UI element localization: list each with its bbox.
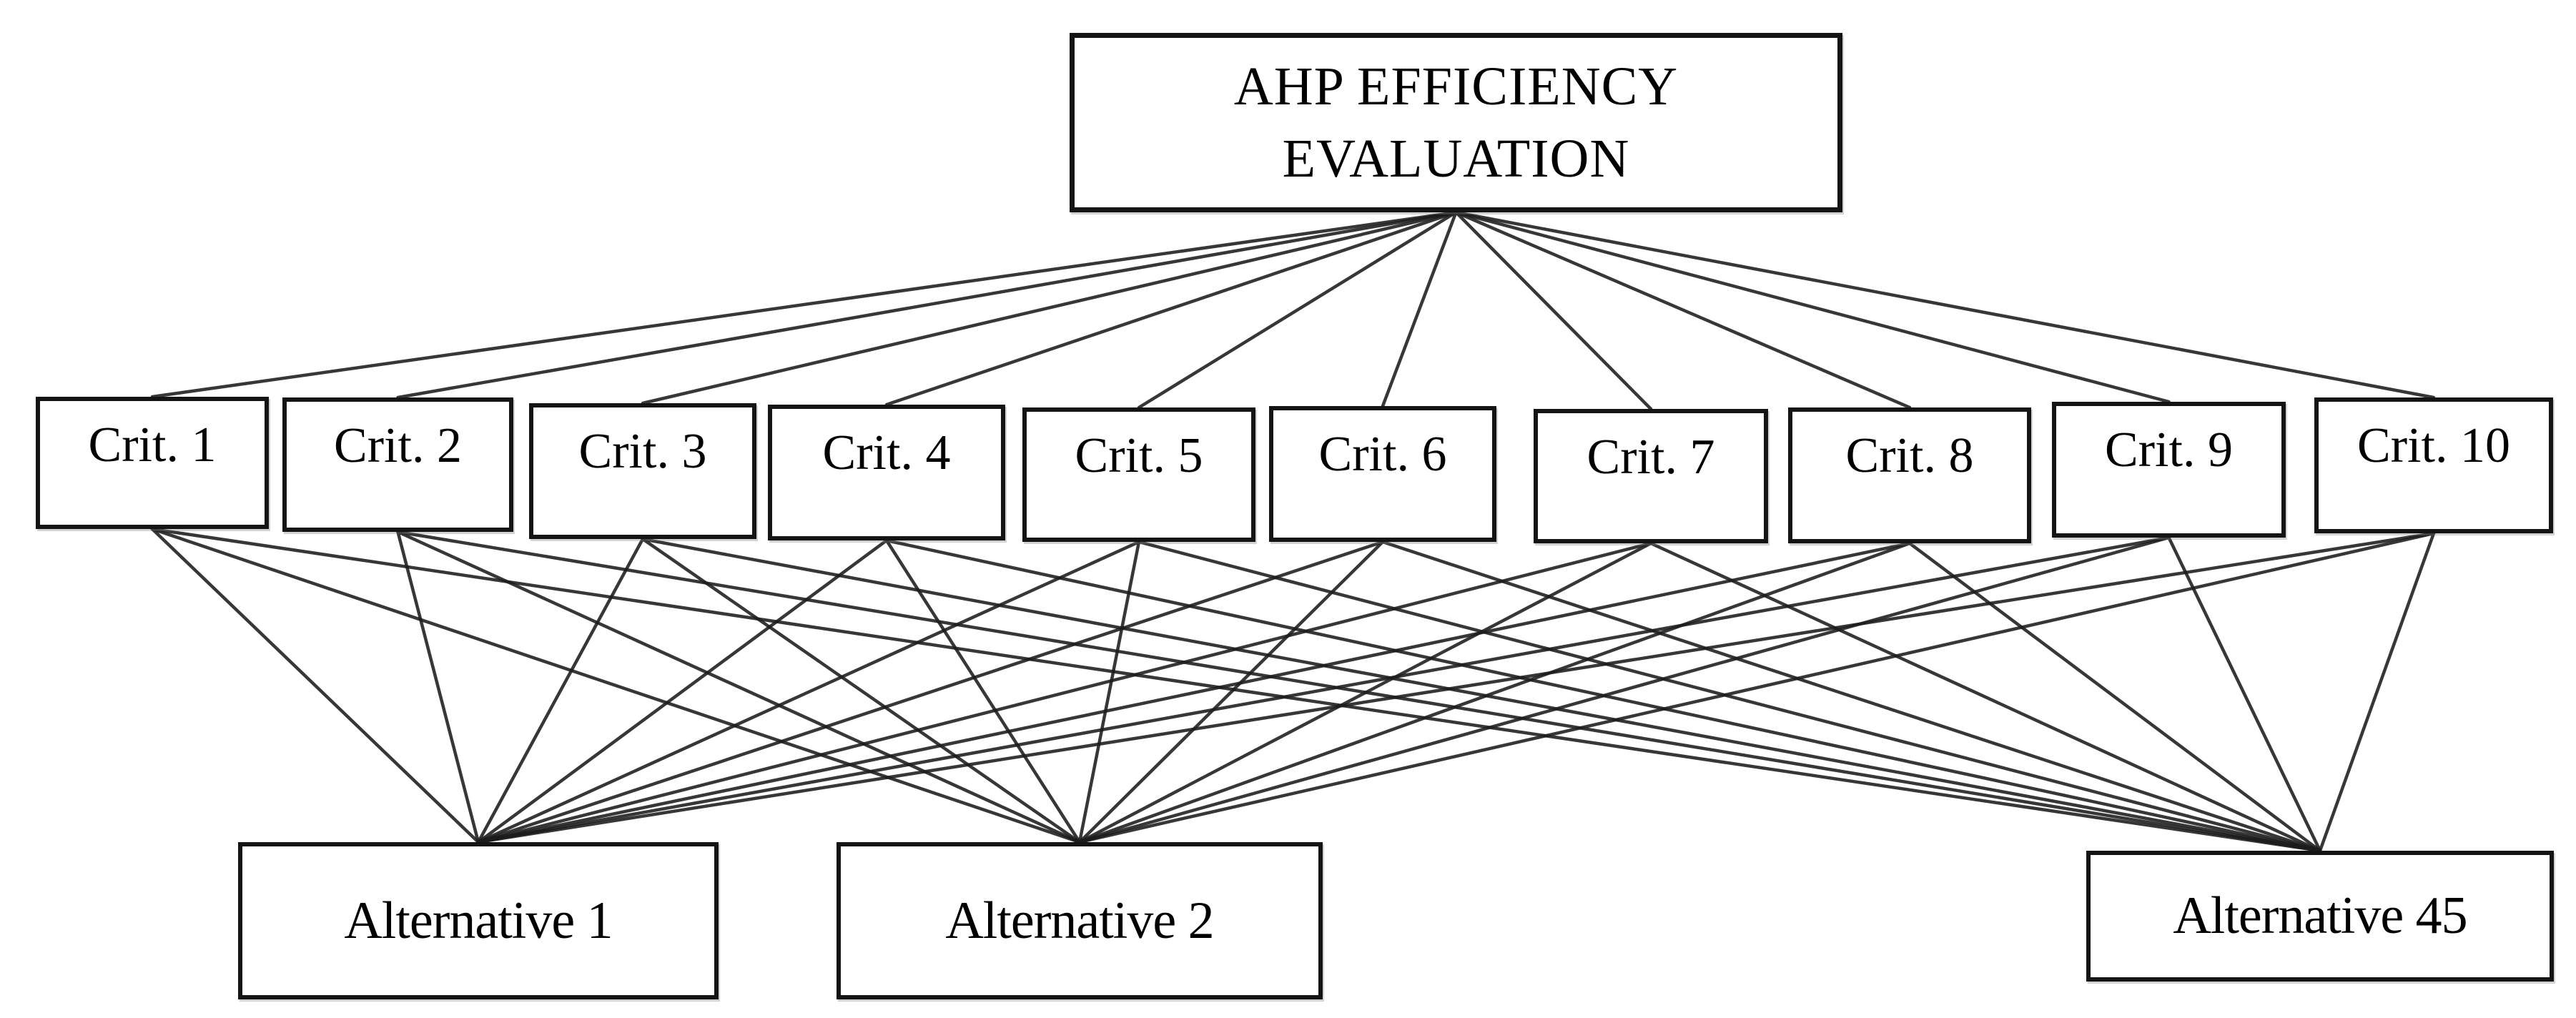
edge-crit-2-alternative-1 [396,530,480,844]
edge-goal-crit-3 [641,210,1458,405]
edge-goal-crit-7 [1454,210,1653,411]
node-crit-4: Crit. 4 [768,405,1005,540]
node-crit-7: Crit. 7 [1534,409,1768,543]
edge-crit-7-alternative-45 [1649,541,2322,853]
node-label: Crit. 6 [1318,427,1447,482]
node-label: Crit. 3 [578,424,707,479]
edge-crit-1-alternative-2 [150,527,1082,844]
node-crit-8: Crit. 8 [1788,407,2031,543]
node-label: Alternative 45 [2173,886,2467,945]
edge-crit-10-alternative-45 [2318,531,2436,853]
edge-goal-crit-5 [1137,210,1458,410]
edge-goal-crit-6 [1381,210,1458,408]
node-goal: AHP EFFICIENCY EVALUATION [1070,33,1842,212]
edge-crit-10-alternative-2 [1077,531,2436,844]
edge-crit-5-alternative-45 [1137,540,2322,853]
edge-crit-3-alternative-1 [476,537,645,844]
edge-goal-crit-1 [150,210,1458,399]
edge-crit-2-alternative-45 [396,530,2322,853]
edge-crit-5-alternative-1 [476,540,1141,844]
edge-crit-8-alternative-45 [1908,541,2322,853]
node-label: Crit. 7 [1586,430,1715,485]
edge-crit-10-alternative-1 [476,531,2436,844]
edge-crit-2-alternative-2 [396,530,1082,844]
node-label: Crit. 10 [2357,418,2510,473]
edge-crit-9-alternative-2 [1077,535,2171,844]
node-label: Crit. 8 [1845,428,1974,483]
node-label: Crit. 2 [334,418,462,473]
edge-crit-9-alternative-1 [476,535,2171,844]
edge-crit-7-alternative-2 [1077,541,1653,844]
edge-crit-4-alternative-2 [884,538,1082,844]
node-alternative-45: Alternative 45 [2086,851,2554,982]
node-crit-1: Crit. 1 [36,397,269,529]
node-crit-10: Crit. 10 [2314,397,2553,533]
node-label: Alternative 2 [945,891,1214,950]
edge-crit-3-alternative-2 [641,537,1082,844]
edge-goal-crit-10 [1454,210,2436,400]
edge-crit-1-alternative-45 [150,527,2322,853]
edge-goal-crit-9 [1454,210,2171,404]
edge-crit-3-alternative-45 [641,537,2322,853]
node-label: AHP EFFICIENCY EVALUATION [1233,56,1679,189]
edge-crit-6-alternative-1 [476,540,1385,844]
node-crit-5: Crit. 5 [1022,407,1255,542]
edge-goal-crit-2 [396,210,1458,400]
node-alternative-2: Alternative 2 [837,842,1323,999]
node-crit-9: Crit. 9 [2052,402,2286,538]
edge-crit-6-alternative-45 [1381,540,2322,853]
edge-goal-crit-4 [884,210,1458,407]
edge-crit-4-alternative-1 [476,538,889,844]
node-label: Alternative 1 [344,891,613,950]
node-label: Crit. 9 [2105,422,2233,478]
node-label: Crit. 4 [822,425,951,480]
edge-crit-9-alternative-45 [2167,535,2322,853]
edge-crit-6-alternative-2 [1077,540,1385,844]
node-alternative-1: Alternative 1 [238,842,719,999]
node-label: Crit. 5 [1075,428,1203,483]
edge-crit-1-alternative-1 [150,527,480,844]
edge-crit-5-alternative-2 [1077,540,1141,844]
edge-crit-7-alternative-1 [476,541,1653,844]
node-crit-2: Crit. 2 [282,397,513,532]
node-crit-3: Crit. 3 [529,403,756,539]
edge-goal-crit-8 [1454,210,1912,410]
edge-crit-8-alternative-2 [1077,541,1912,844]
node-label: Crit. 1 [88,417,217,473]
edge-crit-8-alternative-1 [476,541,1912,844]
node-crit-6: Crit. 6 [1269,406,1496,542]
